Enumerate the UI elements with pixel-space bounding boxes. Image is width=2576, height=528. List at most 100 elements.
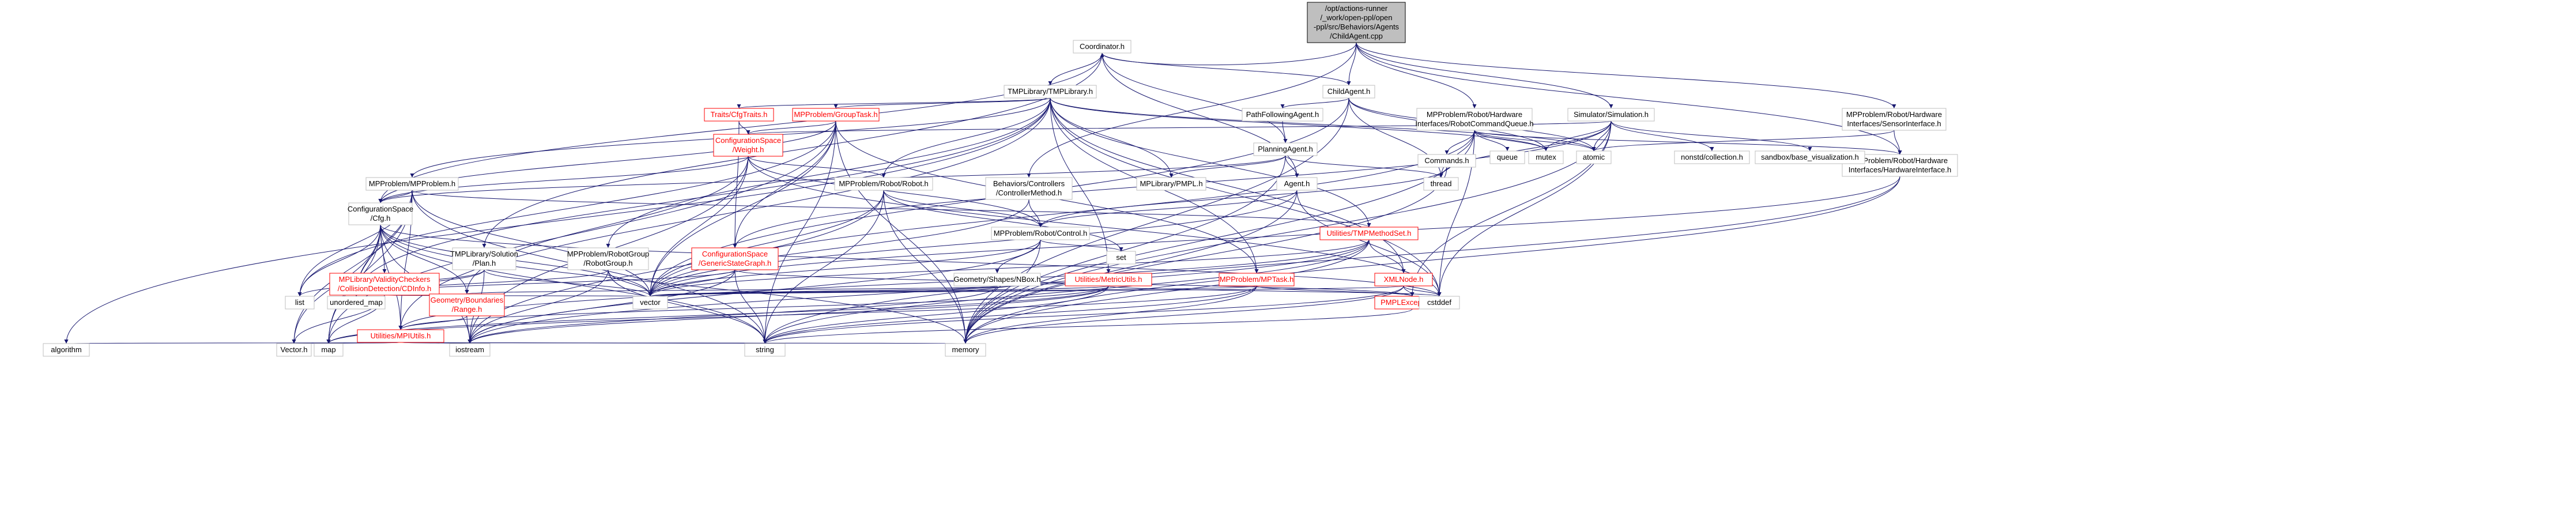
node-label: thread [1431, 179, 1452, 188]
node-mpproblem[interactable]: MPProblem/MPProblem.h [365, 177, 459, 191]
node-metricutils[interactable]: Utilities/MetricUtils.h [1065, 273, 1152, 286]
node-childagent[interactable]: ChildAgent.h [1322, 85, 1375, 99]
edge-grouptask-to-string [763, 120, 836, 344]
edge-mptask-to-pmplexceptions [1256, 285, 1415, 297]
node-range[interactable]: Geometry/Boundaries/Range.h [429, 293, 505, 316]
node-label: ConfigurationSpace [348, 205, 413, 213]
node-coordinator[interactable]: Coordinator.h [1073, 40, 1132, 54]
edge-tmpllibrary-to-metricutils [1050, 97, 1111, 274]
node-box [1242, 108, 1323, 122]
node-box [1674, 150, 1750, 164]
node-cfgtraits[interactable]: Traits/CfgTraits.h [704, 108, 774, 122]
node-robotcmdqueue[interactable]: MPProblem/Robot/HardwareInterfaces/Robot… [1415, 108, 1534, 131]
edge-tmpllibrary-to-robot [881, 97, 1051, 178]
node-box [452, 247, 516, 270]
node-label: cstddef [1427, 298, 1451, 307]
edge-robotcmdqueue-to-hwif [1474, 130, 1902, 155]
edge-grouptask-to-memory [835, 120, 968, 344]
edge-tmpllibrary-to-pmpl [1050, 97, 1174, 178]
node-tmplplan[interactable]: TMPLibrary/Solution/Plan.h [450, 247, 518, 270]
node-label: /GenericStateGraph.h [699, 259, 771, 267]
node-cstddef[interactable]: cstddef [1419, 296, 1460, 310]
node-list[interactable]: list [285, 296, 315, 310]
node-box [991, 227, 1090, 240]
node-nonstdcollection[interactable]: nonstd/collection.h [1674, 150, 1750, 164]
edge-robotcmdqueue-to-mutex [1474, 130, 1548, 152]
node-label: Simulator/Simulation.h [1574, 110, 1649, 119]
node-algorithm[interactable]: algorithm [43, 343, 90, 357]
node-cfg[interactable]: ConfigurationSpace/Cfg.h [348, 202, 413, 225]
node-xmlnode[interactable]: XMLNode.h [1374, 273, 1433, 286]
node-box [43, 343, 90, 357]
node-robotgroup[interactable]: MPProblem/RobotGroup/RobotGroup.h [567, 247, 649, 270]
node-memory[interactable]: memory [945, 343, 986, 357]
edge-control-to-vector [648, 239, 1041, 297]
node-box [314, 343, 344, 357]
node-label: ChildAgent.h [1327, 87, 1370, 96]
node-box [1489, 150, 1525, 164]
node-mptask[interactable]: MPProblem/MPTask.h [1219, 273, 1295, 286]
node-thread[interactable]: thread [1423, 177, 1459, 191]
node-genericstategraph[interactable]: ConfigurationSpace/GenericStateGraph.h [691, 247, 779, 270]
edge-childagent-to-pathfollowing [1280, 97, 1349, 109]
node-box [834, 177, 933, 191]
edge-simulation-to-nonstdcollection [1611, 120, 1714, 152]
node-label: string [756, 345, 774, 354]
node-commands[interactable]: Commands.h [1417, 154, 1476, 168]
node-unordered_map[interactable]: unordered_map [327, 296, 386, 310]
node-queue[interactable]: queue [1489, 150, 1525, 164]
node-label: MPProblem/Robot/Robot.h [839, 179, 928, 188]
node-grouptask[interactable]: MPProblem/GroupTask.h [792, 108, 880, 122]
node-robot[interactable]: MPProblem/Robot/Robot.h [834, 177, 933, 191]
edge-tmpmethodset-to-memory [963, 239, 1370, 344]
node-agent[interactable]: Agent.h [1276, 177, 1318, 191]
edge-simulation-to-pmplexceptions [1410, 120, 1612, 297]
node-map[interactable]: map [314, 343, 344, 357]
node-root[interactable]: /opt/actions-runner/_work/open-ppl/open-… [1307, 2, 1406, 43]
node-box [1755, 150, 1865, 164]
node-weight[interactable]: ConfigurationSpace/Weight.h [713, 134, 783, 157]
node-nbox[interactable]: Geometry/Shapes/NBox.h [953, 273, 1041, 286]
edge-planningagent-to-cfg [378, 155, 1286, 203]
edge-grouptask-to-genericstategraph [733, 120, 836, 248]
node-label: mutex [1536, 153, 1556, 161]
node-set[interactable]: set [1106, 251, 1136, 265]
node-hwif[interactable]: MPProblem/Robot/HardwareInterfaces/Hardw… [1842, 154, 1958, 177]
node-atomic[interactable]: atomic [1576, 150, 1612, 164]
edge-root-to-sensorif [1356, 42, 1896, 109]
node-label: Behaviors/Controllers [993, 179, 1065, 188]
node-control[interactable]: MPProblem/Robot/Control.h [991, 227, 1090, 240]
node-label: /Plan.h [473, 259, 496, 267]
edge-metricutils-to-vector [648, 285, 1109, 297]
node-simulation[interactable]: Simulator/Simulation.h [1567, 108, 1655, 122]
edge-tmpllibrary-to-grouptask [833, 97, 1051, 109]
edge-tmpllibrary-to-cfgtraits [737, 97, 1051, 109]
node-planningagent[interactable]: PlanningAgent.h [1253, 142, 1318, 156]
node-mpiutils[interactable]: Utilities/MPIUtils.h [357, 329, 444, 343]
node-sensorif[interactable]: MPProblem/Robot/HardwareInterfaces/Senso… [1842, 108, 1947, 131]
node-sandbox[interactable]: sandbox/base_visualization.h [1755, 150, 1865, 164]
node-label: PlanningAgent.h [1258, 145, 1312, 153]
edge-commands-to-control [1038, 167, 1447, 228]
edge-metricutils-to-mpiutils [398, 285, 1109, 330]
node-iostream[interactable]: iostream [449, 343, 491, 357]
node-box [429, 293, 505, 316]
node-pmpl[interactable]: MPLibrary/PMPL.h [1136, 177, 1206, 191]
node-label: Utilities/MPIUtils.h [371, 331, 431, 340]
node-vector[interactable]: vector [632, 296, 668, 310]
edge-planningagent-to-thread [1285, 155, 1443, 178]
node-string[interactable]: string [744, 343, 786, 357]
node-mutex[interactable]: mutex [1528, 150, 1564, 164]
node-controllermethod[interactable]: Behaviors/Controllers/ControllerMethod.h [985, 177, 1073, 200]
node-cdinfo[interactable]: MPLibrary/ValidityCheckers/CollisionDete… [329, 273, 440, 296]
node-tmpllibrary[interactable]: TMPLibrary/TMPLibrary.h [1004, 85, 1097, 99]
node-label: MPProblem/Robot/Hardware [1852, 156, 1948, 165]
node-label: Coordinator.h [1080, 42, 1125, 51]
node-box [1842, 108, 1947, 131]
node-box [357, 329, 444, 343]
node-box [1276, 177, 1318, 191]
node-tmpmethodset[interactable]: Utilities/TMPMethodSet.h [1319, 227, 1419, 240]
node-pathfollowing[interactable]: PathFollowingAgent.h [1242, 108, 1323, 122]
node-vectorh[interactable]: Vector.h [276, 343, 312, 357]
edge-weight-to-cfg [378, 156, 749, 203]
